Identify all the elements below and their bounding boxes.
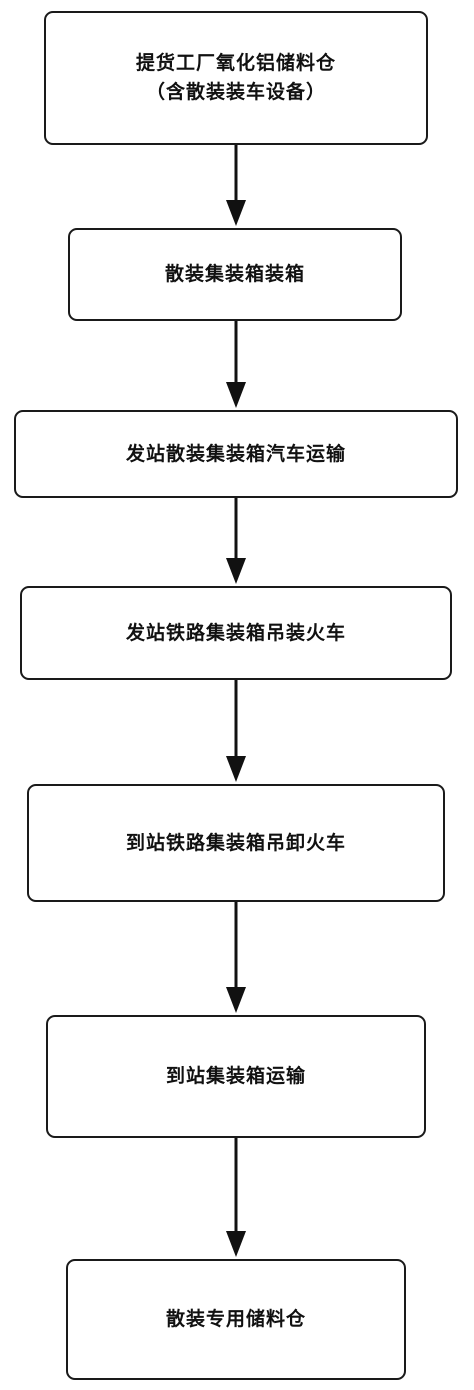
step-5-label: 到站铁路集装箱吊卸火车: [125, 831, 346, 854]
step-2-label: 散装集装箱装箱: [164, 263, 305, 285]
arrow-1-to-2: [226, 145, 246, 226]
arrow-3-to-4: [226, 498, 246, 584]
step-1-line-1: 提货工厂氧化铝储料仓: [135, 52, 336, 74]
step-factory-alumina-silo: 提货工厂氧化铝储料仓 （含散装装车设备）: [44, 11, 428, 145]
step-3-label: 发站散装集装箱汽车运输: [125, 442, 346, 465]
arrow-4-to-5: [226, 680, 246, 782]
step-bulk-container-loading: 散装集装箱装箱: [68, 228, 402, 321]
arrow-2-to-3: [226, 321, 246, 408]
step-destination-container-transport: 到站集装箱运输: [46, 1015, 426, 1138]
step-origin-truck-transport: 发站散装集装箱汽车运输: [14, 410, 458, 498]
step-4-label: 发站铁路集装箱吊装火车: [125, 621, 346, 644]
step-origin-rail-hoist-loading: 发站铁路集装箱吊装火车: [20, 586, 452, 680]
step-7-label: 散装专用储料仓: [165, 1308, 306, 1330]
step-6-label: 到站集装箱运输: [165, 1065, 306, 1087]
step-bulk-dedicated-silo: 散装专用储料仓: [66, 1259, 406, 1380]
step-destination-rail-hoist-unloading: 到站铁路集装箱吊卸火车: [27, 784, 445, 902]
arrow-6-to-7: [226, 1138, 246, 1257]
step-1-line-2: （含散装装车设备）: [145, 81, 326, 103]
arrow-5-to-6: [226, 902, 246, 1013]
